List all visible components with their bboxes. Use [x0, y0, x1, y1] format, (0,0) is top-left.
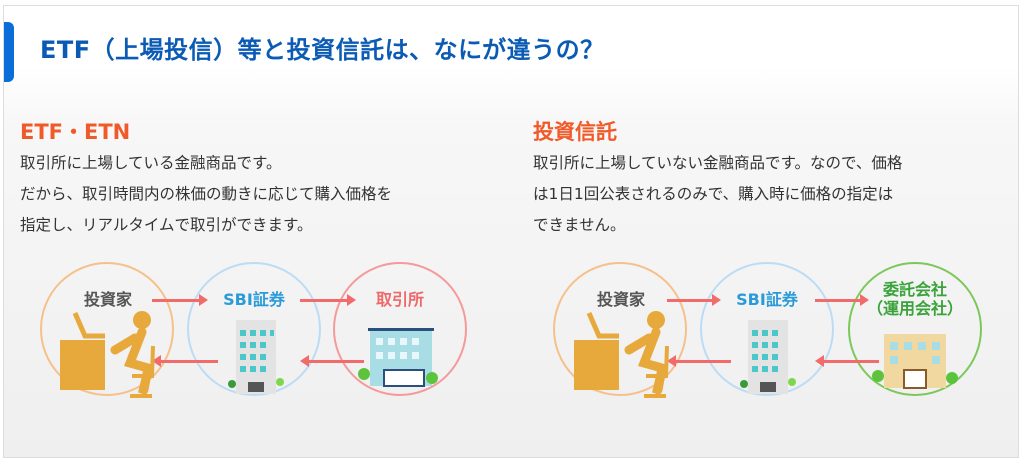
fund-heading: 投資信託 [533, 120, 617, 144]
title-accent-bar [4, 22, 14, 82]
etf-line-3: 指定し、リアルタイムで取引ができます。 [20, 216, 313, 234]
sbi-building-icon [228, 320, 284, 394]
sbi-label: SBI証券 [223, 290, 285, 309]
trust-company-circle [848, 262, 982, 396]
sbi-label: SBI証券 [736, 290, 798, 309]
fund-line-2: は1日1回公表されるのみで、購入時に価格の指定は [533, 185, 894, 203]
etf-line-1: 取引所に上場している金融商品です。 [20, 154, 282, 172]
exchange-label: 取引所 [375, 290, 424, 309]
arrow-right [815, 294, 869, 306]
page-title: ETF（上場投信）等と投資信託は、なにが違うの？ [40, 36, 605, 64]
sbi-building-icon [740, 320, 796, 394]
arrow-right [667, 294, 721, 306]
arrow-left [152, 355, 218, 367]
etf-line-2: だから、取引時間内の株価の動きに応じて購入価格を [20, 185, 393, 203]
investor-label: 投資家 [83, 290, 132, 309]
arrow-left [667, 355, 731, 367]
fund-line-3: できません。 [533, 216, 626, 234]
asset-manager-label: （運用会社） [866, 299, 963, 318]
investor-label: 投資家 [596, 290, 645, 309]
exchange-building-icon [358, 328, 438, 387]
trust-company-label: 委託会社 [882, 280, 947, 299]
arrow-right [300, 294, 356, 306]
investor-icon [60, 311, 155, 398]
etf-heading: ETF・ETN [20, 120, 131, 144]
etf-section: ETF・ETN 取引所に上場している金融商品です。 だから、取引時間内の株価の動… [20, 116, 392, 241]
investor-circle [553, 262, 687, 396]
exchange-circle [333, 262, 467, 396]
arrow-left [300, 355, 364, 367]
fund-line-1: 取引所に上場していない金融商品です。なので、価格 [533, 154, 903, 172]
investor-icon [574, 311, 669, 398]
arrow-right [152, 294, 208, 306]
fund-section: 投資信託 取引所に上場していない金融商品です。なので、価格 は1日1回公表される… [533, 116, 902, 241]
investor-circle [40, 262, 174, 396]
trust-company-building-icon [872, 334, 958, 389]
sbi-circle [700, 262, 834, 396]
content-panel [3, 5, 1019, 458]
sbi-circle [187, 262, 321, 396]
arrow-left [815, 355, 879, 367]
